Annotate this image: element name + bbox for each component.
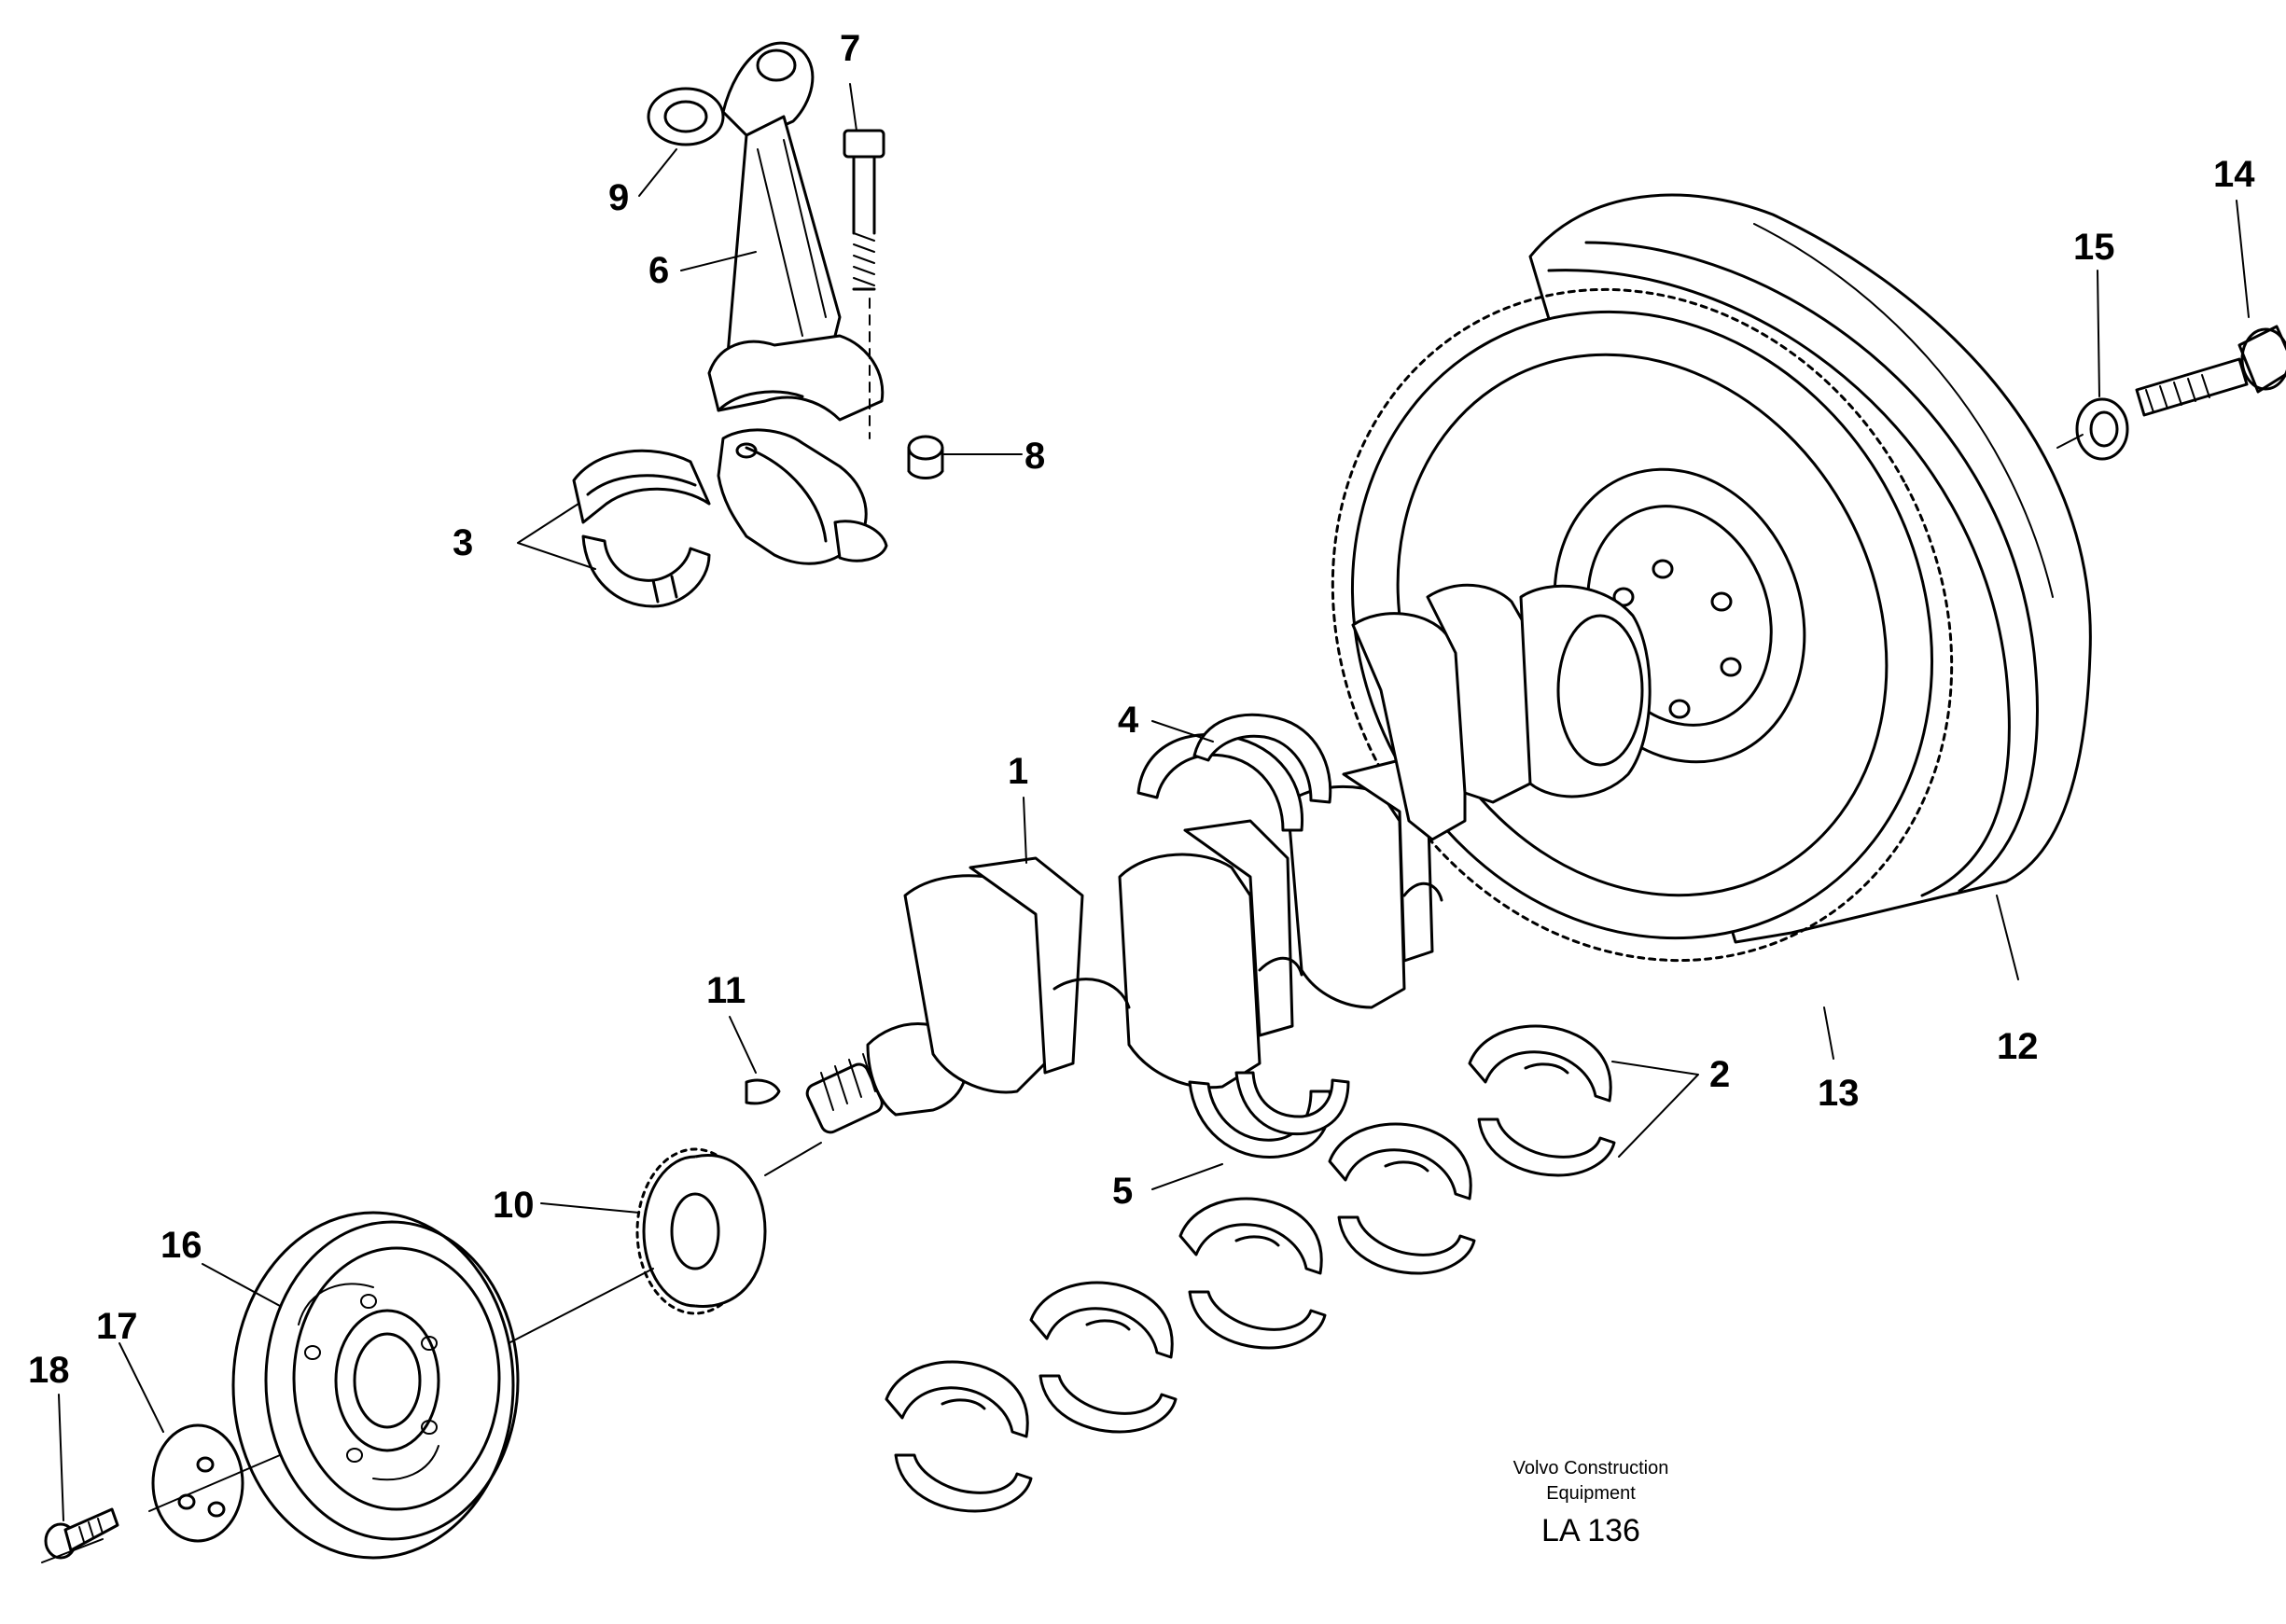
callout-numbers: 1 2 3 4 5 6 7 8 9 10 11 12 13 14 15 16 1… <box>28 28 2255 1391</box>
thrust-washers-lower <box>1188 1071 1350 1159</box>
callout-1: 1 <box>1008 751 1028 792</box>
big-end-bearing-shells <box>572 449 711 608</box>
callout-13: 13 <box>1818 1073 1860 1114</box>
maker-line-2: Equipment <box>1546 1483 1636 1504</box>
callout-11: 11 <box>706 970 746 1011</box>
rod-nut <box>907 435 944 479</box>
connecting-rod-bolt <box>843 129 885 439</box>
main-bearing-shells <box>885 1024 1616 1513</box>
callout-15: 15 <box>2073 227 2115 268</box>
callout-6: 6 <box>648 250 669 291</box>
callout-12: 12 <box>1997 1026 2039 1067</box>
callout-5: 5 <box>1112 1171 1133 1212</box>
callout-2: 2 <box>1709 1054 1730 1095</box>
flywheel-washer <box>2075 397 2129 461</box>
assembly-lines <box>41 434 2084 1563</box>
callout-10: 10 <box>493 1185 535 1226</box>
crankshaft-gear <box>635 1147 767 1315</box>
connecting-rod-cap <box>717 428 888 565</box>
callout-16: 16 <box>160 1225 202 1266</box>
leader-lines <box>58 83 2250 1521</box>
hub-washer <box>151 1423 244 1543</box>
damper-bolt <box>44 1507 119 1560</box>
vibration-damper <box>231 1211 520 1560</box>
flywheel-bolt <box>2135 325 2286 417</box>
callout-7: 7 <box>840 28 860 69</box>
callout-4: 4 <box>1118 700 1139 741</box>
flywheel <box>1351 193 2092 944</box>
callout-18: 18 <box>28 1350 70 1391</box>
thrust-washers-upper <box>1136 713 1332 832</box>
maker-line-1: Volvo Construction <box>1513 1458 1669 1478</box>
drawing-code: LA 136 <box>1541 1513 1640 1548</box>
callout-9: 9 <box>608 177 629 218</box>
crankshaft <box>805 583 1652 1134</box>
callout-8: 8 <box>1025 436 1045 477</box>
callout-3: 3 <box>453 522 473 563</box>
drawing-footer: Volvo Construction Equipment LA 136 <box>1513 1458 1669 1548</box>
woodruff-key <box>745 1078 781 1105</box>
callout-14: 14 <box>2213 154 2255 195</box>
connecting-rod <box>647 41 885 422</box>
callout-17: 17 <box>96 1306 138 1347</box>
